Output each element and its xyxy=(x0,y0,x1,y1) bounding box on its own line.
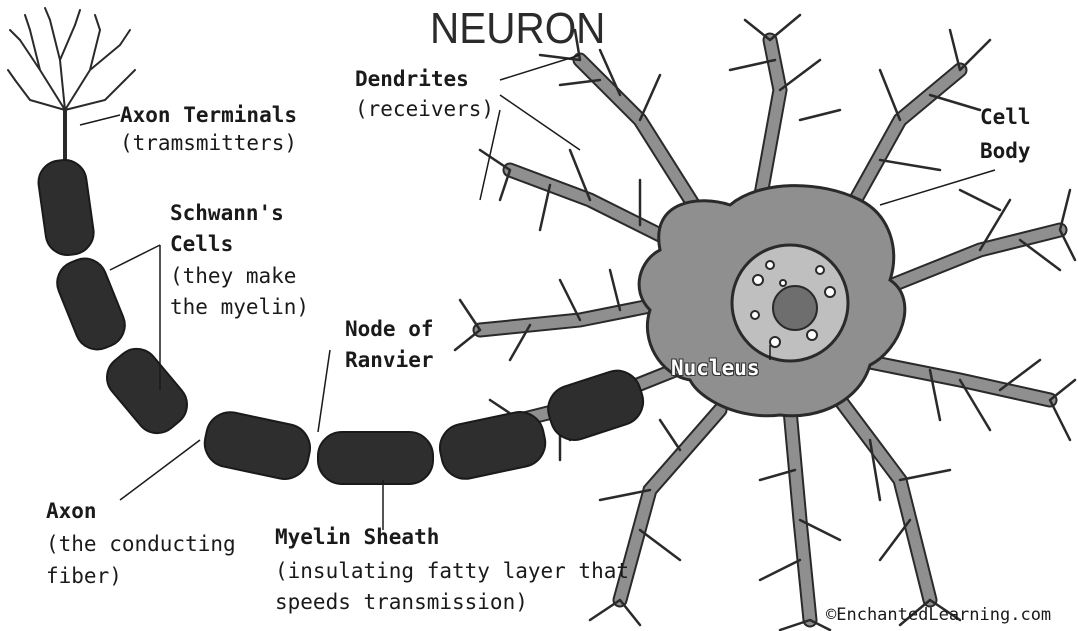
label-axon-desc1: (the conducting xyxy=(46,531,236,558)
label-cell: Cell xyxy=(980,104,1031,131)
label-schwanns-desc2: the myelin) xyxy=(170,294,309,321)
label-body: Body xyxy=(980,138,1031,165)
label-dendrites-desc: (receivers) xyxy=(355,96,494,123)
label-axon-terminals: Axon Terminals xyxy=(120,102,297,129)
label-axon-desc2: fiber) xyxy=(46,563,122,590)
myelin-segment xyxy=(436,408,550,484)
copyright-text: ©EnchantedLearning.com xyxy=(826,605,1051,625)
myelin-segment xyxy=(542,364,649,446)
label-node-of: Node of xyxy=(345,316,434,343)
label-axon: Axon xyxy=(46,498,97,525)
label-schwanns: Schwann's xyxy=(170,200,284,227)
myelin-segment xyxy=(200,408,314,484)
label-myelin-desc1: (insulating fatty layer that xyxy=(275,558,629,585)
myelin-segment xyxy=(36,157,97,258)
myelin-segment xyxy=(318,432,433,484)
label-ranvier: Ranvier xyxy=(345,347,434,374)
axon-terminals-graphic xyxy=(8,8,135,160)
nucleus-graphic xyxy=(732,245,848,361)
label-myelin-sheath: Myelin Sheath xyxy=(275,524,439,551)
myelin-segment xyxy=(51,252,132,356)
label-myelin-desc2: speeds transmission) xyxy=(275,589,528,616)
myelin-segment xyxy=(98,340,196,442)
label-nucleus: Nucleus xyxy=(671,356,760,380)
label-axon-terminals-desc: (tramsmitters) xyxy=(120,130,297,157)
label-cells: Cells xyxy=(170,231,233,258)
label-schwanns-desc1: (they make xyxy=(170,263,296,290)
diagram-title: NEURON xyxy=(430,4,605,54)
label-dendrites: Dendrites xyxy=(355,66,469,93)
